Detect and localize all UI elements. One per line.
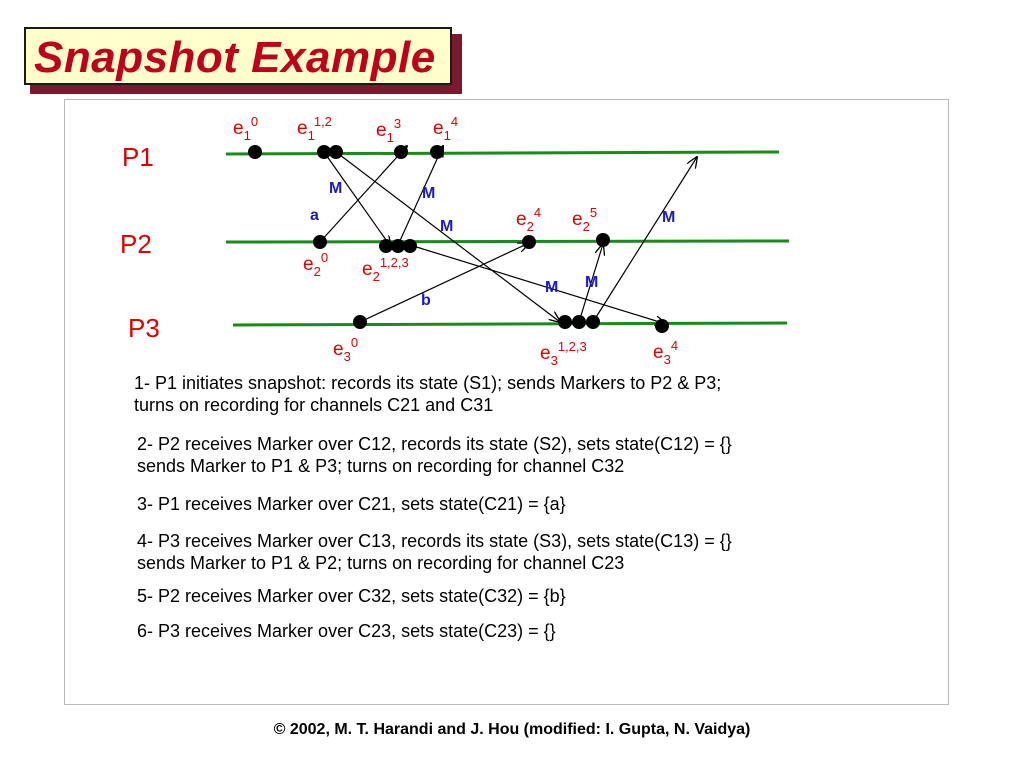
event-dot-e2-3	[403, 239, 417, 253]
event-dot-e2-0	[313, 235, 327, 249]
event-label-e2-0: e20	[303, 250, 328, 279]
event-dot-e1-0	[248, 145, 262, 159]
event-dot-e3-4	[655, 319, 669, 333]
copyright-footer: © 2002, M. T. Harandi and J. Hou (modifi…	[273, 721, 751, 738]
step-1-line-2: turns on recording for channels C21 and …	[134, 395, 494, 415]
event-label-e2-4: e24	[516, 205, 541, 234]
event-label-e1-4: e14	[433, 114, 458, 143]
marker-label-5: M	[545, 279, 558, 296]
process-label-p1: P1	[122, 142, 154, 172]
process-label-p3: P3	[128, 313, 160, 343]
event-label-e2-123: e21,2,3	[362, 255, 409, 284]
event-dot-e3-2	[572, 315, 586, 329]
event-dot-e3-1	[558, 315, 572, 329]
step-4-line-2: sends Marker to P1 & P2; turns on record…	[137, 553, 625, 573]
marker-label-6: M	[585, 274, 598, 291]
timeline-p3	[232, 321, 788, 327]
event-label-e1-0: e10	[233, 114, 258, 143]
step-1: 1- P1 initiates snapshot: records its st…	[134, 372, 721, 416]
event-dot-e2-5	[596, 233, 610, 247]
marker-arrow-p3-to-p1	[592, 157, 697, 323]
event-label-e1-3: e13	[376, 116, 401, 145]
event-dot-e1-4	[430, 145, 444, 159]
step-5: 5- P2 receives Marker over C32, sets sta…	[137, 585, 566, 607]
event-dot-e2-4	[522, 235, 536, 249]
step-4-line-1: 4- P3 receives Marker over C13, records …	[137, 531, 732, 551]
message-a-arrow	[319, 146, 407, 243]
timeline-p1	[225, 150, 780, 156]
event-label-e3-0: e30	[333, 335, 358, 364]
step-2-line-2: sends Marker to P1 & P3; turns on record…	[137, 456, 625, 476]
step-1-line-1: 1- P1 initiates snapshot: records its st…	[134, 373, 722, 393]
event-dot-e1-2	[329, 145, 343, 159]
title-box: Snapshot Example	[24, 27, 452, 85]
marker-label-3: M	[440, 218, 453, 235]
event-dot-e2-2	[391, 239, 405, 253]
event-dot-e3-0	[353, 315, 367, 329]
event-label-e2-5: e25	[572, 205, 597, 234]
marker-arrow-p3-to-p2	[578, 244, 603, 323]
event-label-e3-123: e31,2,3	[540, 339, 587, 368]
step-2-line-1: 2- P2 receives Marker over C12, records …	[137, 434, 732, 454]
marker-arrow-p1-to-p2	[323, 151, 391, 247]
timeline-p2	[225, 239, 790, 244]
marker-arrow-p2-to-p1	[397, 146, 443, 246]
event-dot-e1-3	[394, 145, 408, 159]
step-4: 4- P3 receives Marker over C13, records …	[137, 530, 732, 574]
process-label-p2: P2	[120, 229, 152, 259]
event-label-e1-12: e11,2	[297, 114, 332, 143]
diagram-frame	[64, 99, 949, 705]
step-5-line-1: 5- P2 receives Marker over C32, sets sta…	[137, 586, 566, 606]
event-dot-e1-1	[317, 145, 331, 159]
step-2: 2- P2 receives Marker over C12, records …	[137, 433, 732, 477]
marker-label-4: M	[662, 209, 675, 226]
slide-title: Snapshot Example	[34, 33, 436, 82]
marker-arrow-p2-to-p3	[409, 244, 666, 324]
step-3: 3- P1 receives Marker over C21, sets sta…	[137, 493, 566, 515]
event-dot-e2-1	[379, 239, 393, 253]
message-label-b: b	[421, 292, 431, 309]
step-6: 6- P3 receives Marker over C23, sets sta…	[137, 620, 556, 642]
event-dot-e3-3	[586, 315, 600, 329]
marker-label-2: M	[422, 185, 435, 202]
step-3-line-1: 3- P1 receives Marker over C21, sets sta…	[137, 494, 566, 514]
message-b-arrow	[359, 243, 529, 323]
marker-label-1: M	[329, 180, 342, 197]
message-label-a: a	[310, 207, 319, 224]
step-6-line-1: 6- P3 receives Marker over C23, sets sta…	[137, 621, 556, 641]
marker-arrow-p1-to-p3	[335, 151, 560, 322]
event-label-e3-4: e34	[653, 338, 678, 367]
